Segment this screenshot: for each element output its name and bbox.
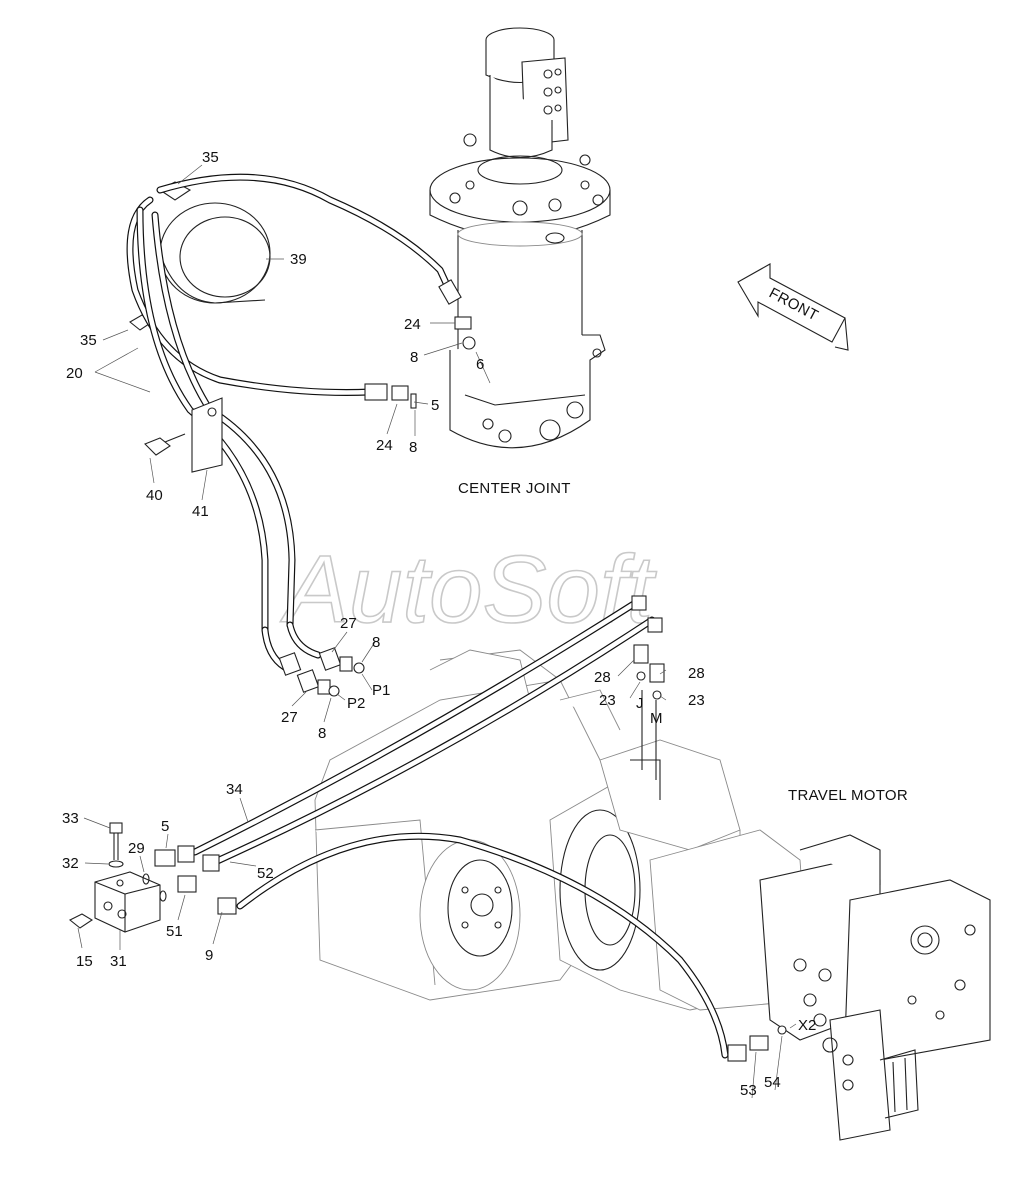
callout-p2: P2 bbox=[347, 695, 365, 712]
callout-54: 54 bbox=[764, 1074, 781, 1091]
callout-29: 29 bbox=[128, 840, 145, 857]
callout-41: 41 bbox=[192, 503, 209, 520]
callout-24-lower: 24 bbox=[376, 437, 393, 454]
center-joint bbox=[429, 27, 611, 449]
callout-8-lower: 8 bbox=[409, 439, 417, 456]
center-joint-title: CENTER JOINT bbox=[458, 480, 571, 497]
callout-53: 53 bbox=[740, 1082, 757, 1099]
callout-28-right: 28 bbox=[688, 665, 705, 682]
callouts: 35 39 35 20 24 8 6 5 24 8 40 41 27 8 P1 … bbox=[62, 149, 816, 1099]
callout-x2: X2 bbox=[798, 1017, 816, 1034]
hoses bbox=[126, 173, 729, 1059]
callout-28-left: 28 bbox=[594, 669, 611, 686]
callout-23-right: 23 bbox=[688, 692, 705, 709]
callout-8-upper: 8 bbox=[410, 349, 418, 366]
callout-40: 40 bbox=[146, 487, 163, 504]
callout-24-upper: 24 bbox=[404, 316, 421, 333]
callout-27-upper: 27 bbox=[340, 615, 357, 632]
callout-j: J bbox=[636, 695, 644, 712]
front-direction-arrow: FRONT bbox=[737, 263, 849, 351]
callout-34: 34 bbox=[226, 781, 243, 798]
callout-9: 9 bbox=[205, 947, 213, 964]
callout-33: 33 bbox=[62, 810, 79, 827]
callout-5-upper: 5 bbox=[431, 397, 439, 414]
callout-23-left: 23 bbox=[599, 692, 616, 709]
callout-8-p1: 8 bbox=[372, 634, 380, 651]
callout-6: 6 bbox=[476, 356, 484, 373]
callout-8-p2: 8 bbox=[318, 725, 326, 742]
callout-31: 31 bbox=[110, 953, 127, 970]
callout-32: 32 bbox=[62, 855, 79, 872]
travel-motor bbox=[314, 649, 991, 1141]
callout-51: 51 bbox=[166, 923, 183, 940]
travel-motor-title: TRAVEL MOTOR bbox=[788, 787, 908, 804]
callout-m: M bbox=[650, 710, 663, 727]
callout-39: 39 bbox=[290, 251, 307, 268]
callout-52: 52 bbox=[257, 865, 274, 882]
callout-5-lower: 5 bbox=[161, 818, 169, 835]
callout-27-lower: 27 bbox=[281, 709, 298, 726]
callout-p1: P1 bbox=[372, 682, 390, 699]
fittings bbox=[68, 279, 787, 1062]
leader-lines bbox=[77, 164, 797, 1099]
callout-20: 20 bbox=[66, 365, 83, 382]
callout-35-top: 35 bbox=[202, 149, 219, 166]
callout-35-left: 35 bbox=[80, 332, 97, 349]
callout-15: 15 bbox=[76, 953, 93, 970]
